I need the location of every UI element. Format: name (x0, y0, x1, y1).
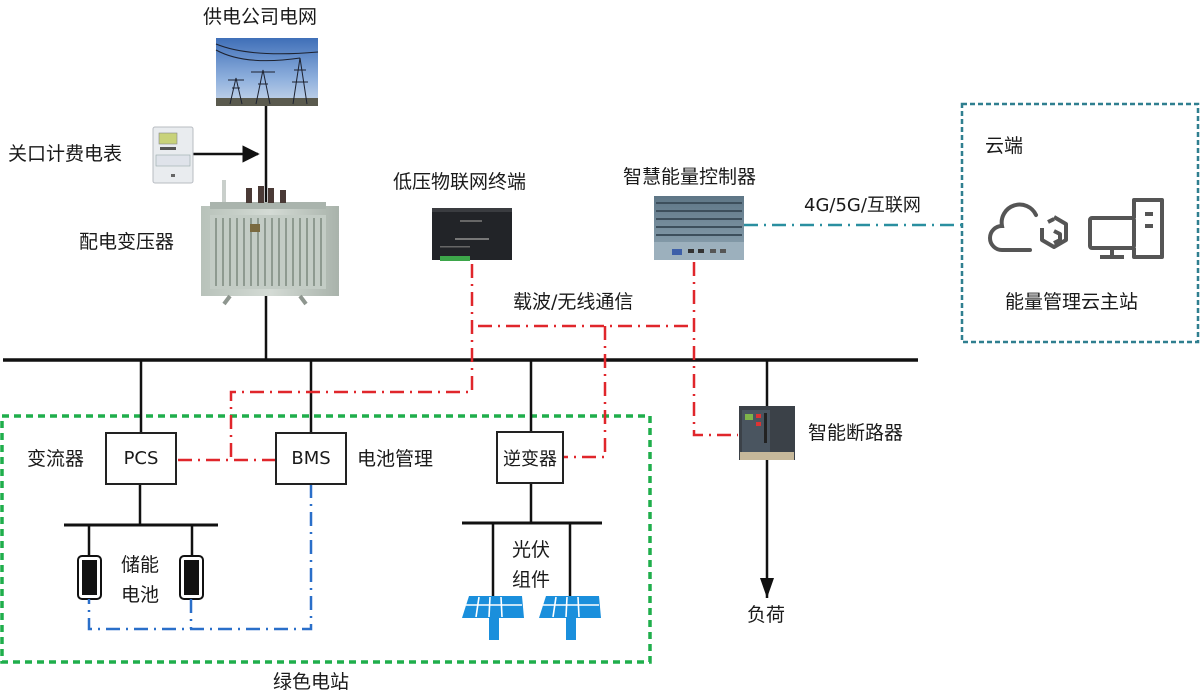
desktop-computer-icon (1088, 198, 1164, 259)
bms-box[interactable]: BMS (275, 432, 347, 485)
breaker-label: 智能断路器 (808, 422, 904, 444)
hexagon-logo-icon (1040, 215, 1068, 249)
comm-label: 载波/无线通信 (513, 291, 634, 313)
iot-terminal-photo (432, 208, 512, 261)
breaker-photo (739, 406, 795, 460)
cloud-link-label: 4G/5G/互联网 (804, 195, 921, 216)
bms-to-batteries (87, 484, 313, 631)
iot-terminal-label: 低压物联网终端 (393, 171, 527, 193)
controller-photo (654, 196, 744, 260)
inverter-box[interactable]: 逆变器 (496, 431, 564, 484)
pcs-box-label: PCS (123, 448, 159, 469)
pcs-side-label: 变流器 (27, 448, 85, 470)
cloud-icon (988, 202, 1038, 252)
battery-label: 储能 电池 (120, 550, 160, 610)
comm-network (178, 262, 738, 462)
pv-label-line2: 组件 (511, 569, 550, 591)
controller-label: 智慧能量控制器 (623, 166, 757, 188)
comm-controller-to-breaker (692, 262, 738, 437)
comm-iot-terminal-drop (229, 264, 474, 460)
load-label: 负荷 (747, 604, 786, 626)
battery-label-line1: 储能 (120, 554, 159, 576)
bms-box-label: BMS (291, 448, 331, 469)
battery-label-line2: 电池 (120, 584, 159, 606)
bms-sense-network (87, 484, 313, 631)
grid-title: 供电公司电网 (203, 6, 318, 28)
bms-side-label: 电池管理 (357, 448, 434, 470)
comm-to-inverter (563, 326, 607, 459)
transformer-label: 配电变压器 (79, 231, 175, 253)
solar-panel-1-icon (462, 596, 524, 640)
cloud-station-label: 能量管理云主站 (1005, 291, 1139, 313)
inverter-box-label: 逆变器 (503, 448, 557, 470)
pcs-box[interactable]: PCS (105, 432, 177, 485)
electric-meter-photo (152, 126, 194, 184)
meter-label: 关口计费电表 (8, 143, 123, 165)
green-station-boundary (0, 414, 652, 664)
transformer-photo (201, 180, 339, 306)
green-station-label: 绿色电站 (273, 671, 350, 693)
solar-panel-2-icon (539, 596, 601, 640)
pv-label: 光伏 组件 (511, 535, 551, 595)
power-grid-photo (215, 38, 319, 106)
battery-2-icon (179, 555, 204, 600)
pv-label-line1: 光伏 (511, 539, 550, 561)
cloud-boundary (960, 102, 1200, 344)
battery-1-icon (77, 555, 102, 600)
cloud-title: 云端 (985, 135, 1024, 157)
load-arrowhead (760, 578, 774, 598)
